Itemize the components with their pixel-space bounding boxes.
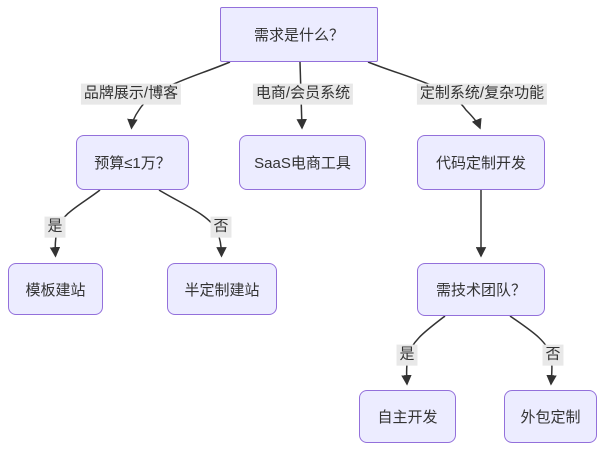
node-self-develop: 自主开发 xyxy=(359,390,456,443)
edge-label-yes-team: 是 xyxy=(396,344,418,366)
node-what-is-requirement: 需求是什么？ xyxy=(220,7,378,62)
edge-label-yes-budget: 是 xyxy=(44,216,66,238)
node-need-tech-team: 需技术团队？ xyxy=(417,263,545,316)
edge-label-no-budget: 否 xyxy=(210,216,232,238)
node-custom-code-dev: 代码定制开发 xyxy=(417,135,545,190)
node-semi-custom-site: 半定制建站 xyxy=(167,263,277,315)
edge-label-no-team: 否 xyxy=(542,344,564,366)
node-template-site: 模板建站 xyxy=(8,263,103,315)
node-saas-ecommerce-tool: SaaS电商工具 xyxy=(239,135,366,190)
edge-root-budget xyxy=(127,61,231,130)
edge-label-ecommerce-member: 电商/会员系统 xyxy=(252,83,354,105)
node-outsource-custom: 外包定制 xyxy=(504,390,597,443)
edge-label-custom-complex: 定制系统/复杂功能 xyxy=(416,83,548,105)
node-budget-under-10k: 预算≤1万？ xyxy=(76,135,189,190)
edge-root-code xyxy=(367,61,482,130)
edge-label-brand-blog: 品牌展示/博客 xyxy=(80,83,182,105)
